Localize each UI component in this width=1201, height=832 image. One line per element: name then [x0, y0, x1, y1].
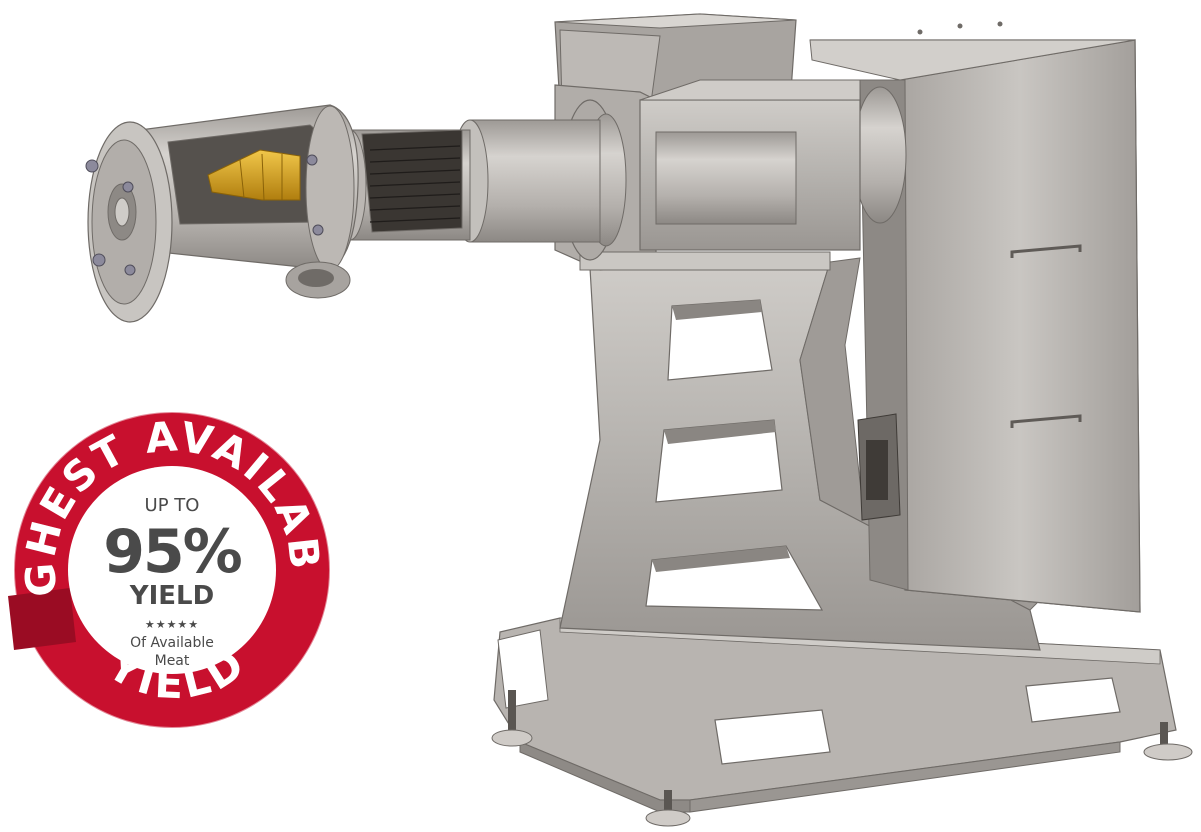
yield-badge: HIGHEST AVAILABLE YIELD UP TO 95% YIELD … [0, 0, 331, 729]
foot-back-right [1143, 722, 1193, 761]
badge-up-to: UP TO [145, 495, 200, 516]
motor-housing [809, 21, 1141, 613]
leveling-feet [491, 690, 1193, 827]
housing-handle-upper [1010, 244, 1082, 258]
flange-bolts [85, 154, 324, 276]
badge-ribbon [8, 588, 76, 650]
badge-percent: 95% [103, 517, 241, 587]
bone-separator-machine [85, 13, 1193, 827]
foot-front-center [645, 790, 691, 827]
badge-yield: YIELD [129, 581, 214, 611]
cone-screw-gold [207, 149, 301, 201]
sieve-cylinder [333, 119, 601, 243]
badge-stars: ★★★★★ [145, 618, 199, 631]
auger-screw [369, 145, 461, 223]
foot-front-left [491, 690, 533, 747]
control-switch-box [857, 413, 901, 521]
machine-base [493, 617, 1177, 813]
housing-handle-lower [1010, 414, 1082, 428]
badge-center [68, 466, 276, 674]
badge-caption-line2: Meat [155, 653, 190, 669]
badge-caption-line1: Of Available [130, 635, 214, 651]
separator-head [85, 104, 359, 323]
